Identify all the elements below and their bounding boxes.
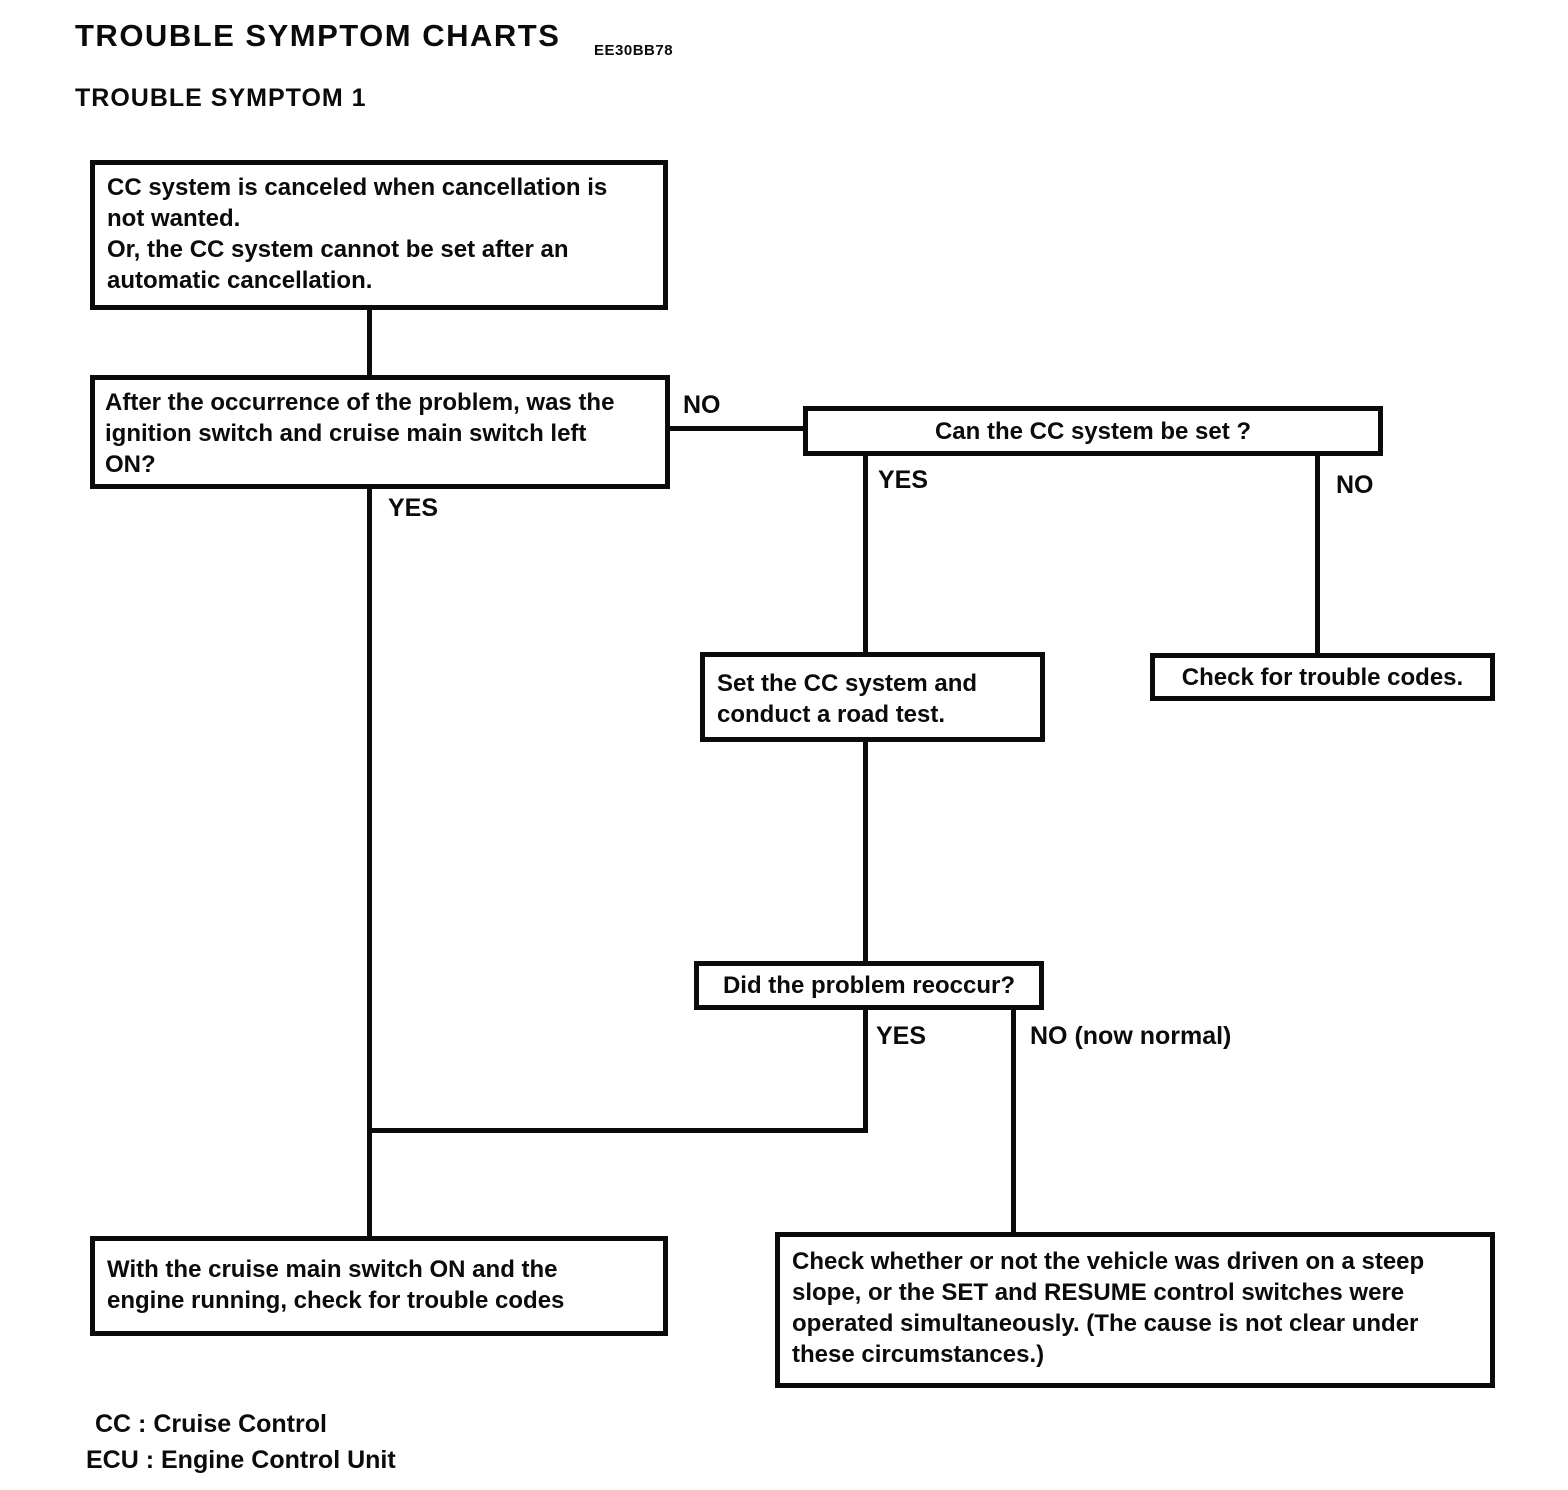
flow-box-steep-slope-check: Check whether or not the vehicle was dri… (775, 1232, 1495, 1388)
branch-label-reoccur-no: NO (now normal) (1030, 1022, 1232, 1050)
flow-box-road-test: Set the CC system and conduct a road tes… (700, 652, 1045, 742)
connector-ignition-no-horizontal (668, 426, 805, 431)
connector-reoccur-no-vertical (1011, 1008, 1016, 1234)
legend-cc: CC : Cruise Control (95, 1410, 327, 1438)
connector-roadtest-to-reoccur (863, 740, 868, 962)
section-title: TROUBLE SYMPTOM 1 (75, 84, 367, 112)
flow-box-can-set-question: Can the CC system be set ? (803, 406, 1383, 456)
branch-label-canset-no: NO (1336, 471, 1374, 499)
flow-box-reoccur-question: Did the problem reoccur? (694, 961, 1044, 1010)
branch-label-ignition-no: NO (683, 391, 721, 419)
connector-ignition-yes-vertical (367, 487, 372, 1238)
branch-label-canset-yes: YES (878, 466, 929, 494)
page-title: TROUBLE SYMPTOM CHARTS (75, 18, 561, 53)
branch-label-ignition-yes: YES (388, 494, 439, 522)
document-code: EE30BB78 (594, 42, 674, 59)
flow-box-ignition-question: After the occurrence of the problem, was… (90, 375, 670, 489)
connector-canset-yes-vertical (863, 454, 868, 654)
flow-box-check-trouble-codes: Check for trouble codes. (1150, 653, 1495, 701)
branch-label-reoccur-yes: YES (876, 1022, 927, 1050)
connector-reoccur-yes-vertical (863, 1008, 868, 1133)
connector-reoccur-yes-horizontal (367, 1128, 868, 1133)
legend-ecu: ECU : Engine Control Unit (86, 1446, 396, 1474)
flow-box-check-codes-running: With the cruise main switch ON and the e… (90, 1236, 668, 1336)
connector-symptom-to-ignition (367, 308, 372, 377)
flow-box-symptom: CC system is canceled when cancellation … (90, 160, 668, 310)
connector-canset-no-vertical (1315, 454, 1320, 655)
